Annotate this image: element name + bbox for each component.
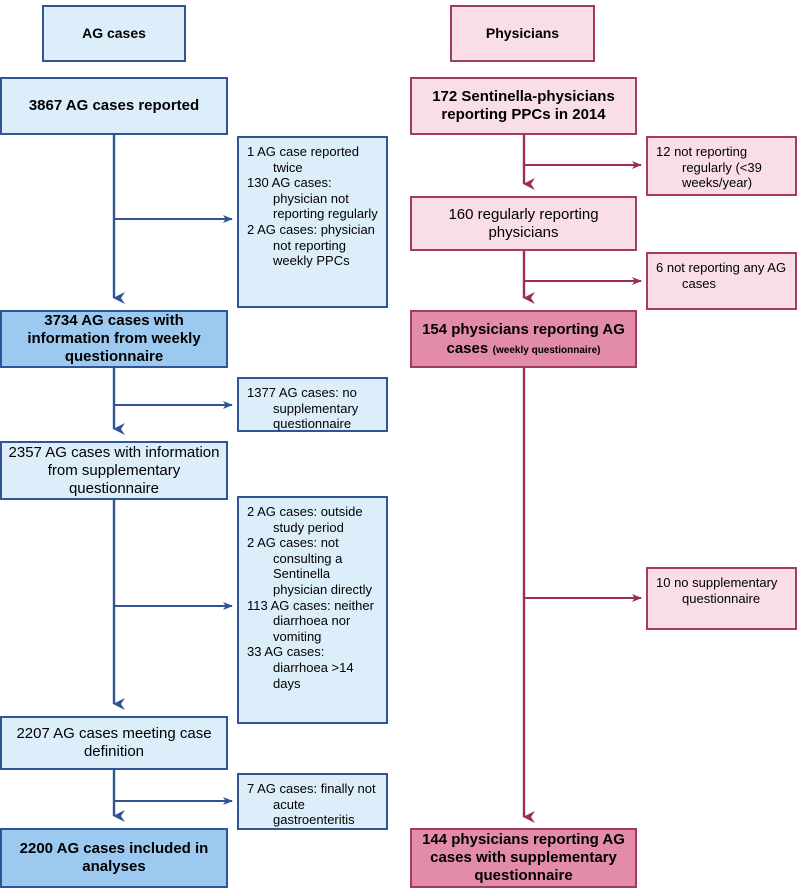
exclusion-box-not-acute-gastroenteritis: 7 AG cases: finally not acute gastroente…	[237, 773, 388, 830]
exclusion-line: 1377 AG cases: no supplementary question…	[247, 385, 359, 432]
node-physicians-reporting-ag-cases-label: 154 physicians reporting AG cases	[422, 320, 625, 357]
node-physicians-reporting-ag-cases-suffix: (weekly questionnaire)	[492, 345, 601, 356]
node-ag-cases-meeting-case-definition: 2207 AG cases meeting case definition	[0, 716, 228, 770]
node-physicians-reporting-ag-cases: 154 physicians reporting AG cases (weekl…	[410, 310, 637, 368]
node-physicians-reporting-ag-cases-content: 154 physicians reporting AG cases (weekl…	[412, 318, 635, 360]
node-physicians-with-supplementary-questionnaire-label: 144 physicians reporting AG cases with s…	[422, 831, 625, 884]
exclusion-line: 130 AG cases: physician not reporting re…	[247, 175, 378, 222]
node-ag-cases-meeting-case-definition-label: 2207 AG cases meeting case definition	[16, 725, 212, 760]
exclusion-line: 2 AG cases: not consulting a Sentinella …	[247, 535, 372, 597]
exclusion-line: 7 AG cases: finally not acute gastroente…	[247, 781, 376, 828]
node-ag-cases-supplementary-questionnaire-label: 2357 AG cases with information from supp…	[8, 443, 220, 497]
exclusion-box-weekly-reporting: 1 AG case reported twice 130 AG cases: p…	[237, 136, 388, 308]
node-regularly-reporting-physicians-label: 160 regularly reporting physicians	[448, 205, 599, 241]
exclusion-box-case-definition: 2 AG cases: outside study period 2 AG ca…	[237, 496, 388, 724]
left-column-header-label: AG cases	[82, 25, 146, 42]
exclusion-line: 2 AG cases: physician not reporting week…	[247, 221, 375, 269]
node-ag-cases-reported-label: 3867 AG cases reported	[28, 97, 200, 114]
exclusion-line: 2 AG cases: outside study period	[247, 504, 363, 535]
node-ag-cases-weekly-questionnaire: 3734 AG cases with information from week…	[0, 310, 228, 368]
right-column-header: Physicians	[450, 5, 595, 62]
right-column-header-label: Physicians	[485, 25, 560, 42]
exclusion-box-no-supplementary: 1377 AG cases: no supplementary question…	[237, 377, 388, 432]
exclusion-line: 12 not reporting regularly (<39 weeks/ye…	[656, 144, 762, 191]
exclusion-line: 1 AG case reported twice	[247, 144, 360, 175]
exclusion-box-not-reporting-regularly: 12 not reporting regularly (<39 weeks/ye…	[646, 136, 797, 196]
node-ag-cases-reported: 3867 AG cases reported	[0, 77, 228, 135]
node-ag-cases-included-in-analyses-label: 2200 AG cases included in analyses	[19, 840, 209, 875]
node-regularly-reporting-physicians: 160 regularly reporting physicians	[410, 196, 637, 251]
exclusion-box-no-supplementary-physicians: 10 no supplementary questionnaire	[646, 567, 797, 630]
node-ag-cases-supplementary-questionnaire: 2357 AG cases with information from supp…	[0, 441, 228, 500]
exclusion-line: 6 not reporting any AG cases	[656, 260, 787, 291]
node-sentinella-physicians-label: 172 Sentinella-physicians reporting PPCs…	[432, 88, 615, 123]
node-sentinella-physicians: 172 Sentinella-physicians reporting PPCs…	[410, 77, 637, 135]
left-column-header: AG cases	[42, 5, 186, 62]
exclusion-box-not-reporting-ag-cases: 6 not reporting any AG cases	[646, 252, 797, 310]
node-ag-cases-included-in-analyses: 2200 AG cases included in analyses	[0, 828, 228, 888]
node-physicians-with-supplementary-questionnaire: 144 physicians reporting AG cases with s…	[410, 828, 637, 888]
exclusion-line: 33 AG cases: diarrhoea >14 days	[247, 644, 354, 691]
exclusion-line: 10 no supplementary questionnaire	[656, 575, 778, 606]
node-ag-cases-weekly-questionnaire-label: 3734 AG cases with information from week…	[27, 312, 201, 365]
exclusion-line: 113 AG cases: neither diarrhoea nor vomi…	[247, 597, 374, 644]
